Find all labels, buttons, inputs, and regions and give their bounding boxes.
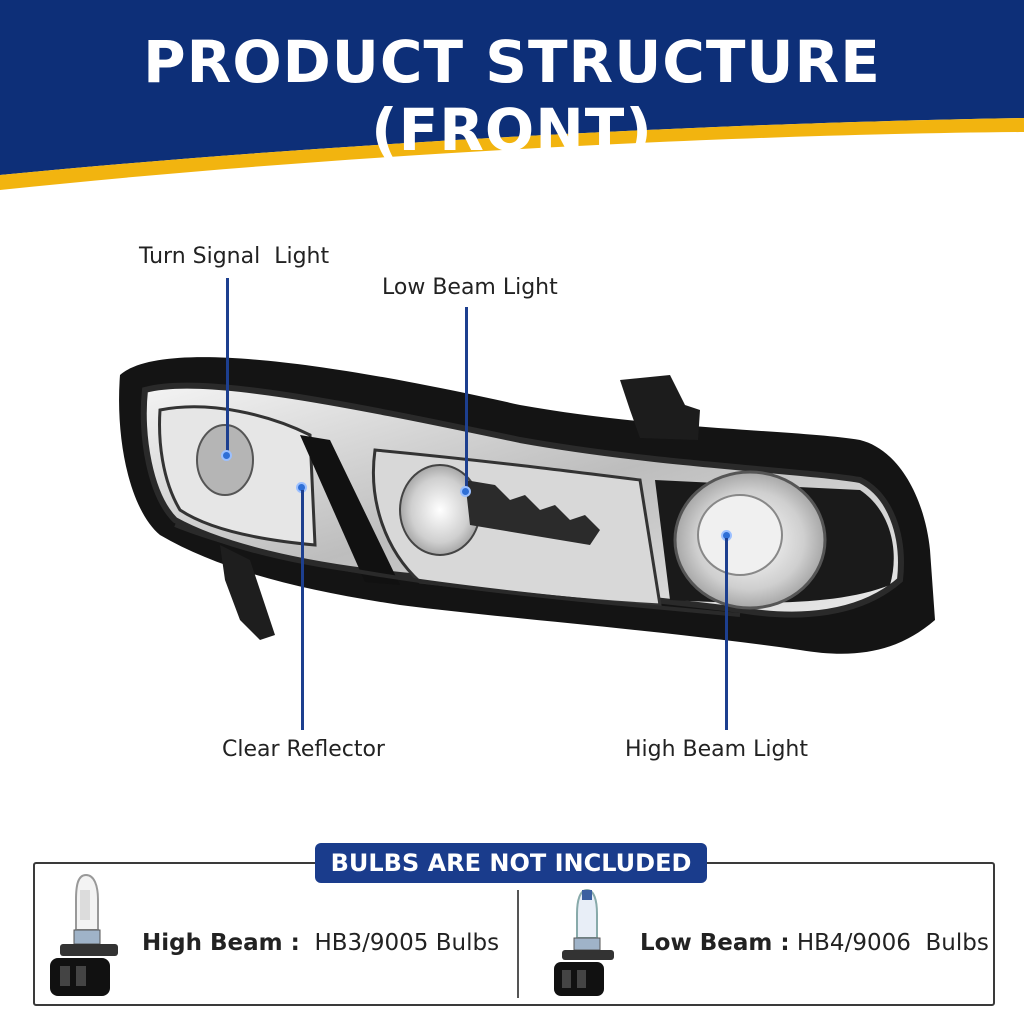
high-beam-bulb-text: High Beam : HB3/9005 Bulbs [142, 930, 499, 956]
turn-signal-label: Turn Signal Light [139, 244, 330, 269]
hb4-bulb-icon [554, 888, 614, 996]
low-beam-bulb-label: Low Beam : [640, 930, 790, 956]
low-beam-bulb-value: HB4/9006 Bulbs [796, 930, 989, 956]
low-beam-marker [460, 486, 471, 497]
high-beam-bulb-label: High Beam : [142, 930, 300, 956]
low-beam-label: Low Beam Light [382, 275, 558, 300]
turn-signal-leader [226, 278, 229, 456]
bulbs-info-box [33, 862, 995, 1006]
high-beam-bulb-value: HB3/9005 Bulbs [314, 930, 500, 956]
high-beam-leader [725, 538, 728, 730]
high-beam-label: High Beam Light [625, 737, 808, 762]
low-beam-bulb-text: Low Beam : HB4/9006 Bulbs [640, 930, 989, 956]
low-beam-leader [465, 307, 468, 492]
headlamp-image [119, 357, 936, 654]
bulbs-not-included-badge: BULBS ARE NOT INCLUDED [315, 843, 707, 883]
hb3-bulb-icon [50, 873, 118, 996]
clear-reflector-leader [301, 490, 304, 730]
header-banner [0, 0, 1024, 190]
turn-signal-marker [221, 450, 232, 461]
bulbs-divider [517, 890, 519, 998]
page-title: PRODUCT STRUCTURE (FRONT) [143, 28, 881, 164]
clear-reflector-label: Clear Reflector [222, 737, 385, 762]
